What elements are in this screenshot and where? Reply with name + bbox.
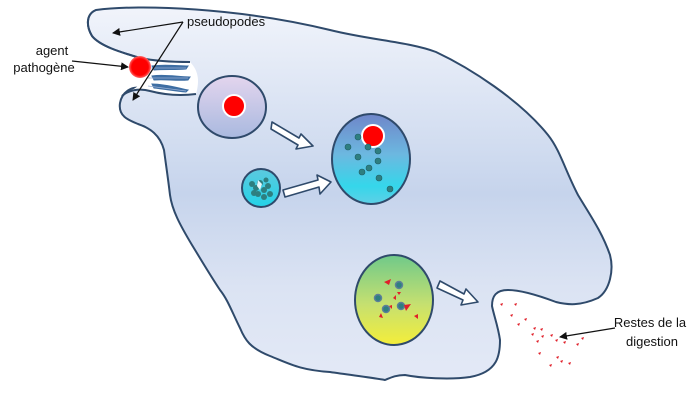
pointer-agent-pathogene: [71, 60, 129, 71]
label-agent: agent: [35, 43, 69, 58]
arrow-phagosome-to-phagolysosome: [270, 121, 314, 150]
phagolysosome-enzymes: [344, 133, 394, 193]
digestion-debris: [379, 279, 418, 319]
pseudopod-upper-edge: [86, 9, 191, 63]
phagolysosome: [331, 113, 411, 205]
arrow-lysosome-to-phagolysosome: [282, 174, 332, 198]
pointer-pseudopode-lower: [132, 21, 184, 101]
lysosome: [241, 168, 281, 208]
label-digestion: digestion: [625, 334, 679, 349]
label-pseudopodes: pseudopodes: [187, 14, 266, 29]
label-restes: Restes de la: [613, 315, 687, 330]
digestion-enzymes: [373, 280, 406, 314]
digestion-residues: [500, 303, 584, 367]
pathogen-capture: [129, 56, 151, 78]
membrane-lines: [147, 67, 188, 92]
pointer-restes-digestion: [559, 327, 616, 340]
pathogen-phagosome: [222, 94, 246, 118]
pseudopod-lower-edge: [121, 88, 197, 97]
pointer-pseudopode-upper: [112, 21, 184, 36]
arrow-digestion-to-exocytosis: [436, 280, 479, 306]
lysosome-light: [257, 180, 262, 190]
label-pathogene: pathogène: [13, 60, 75, 75]
pathogen-phagolysosome: [361, 124, 385, 148]
digestion-vesicle: [354, 254, 434, 346]
